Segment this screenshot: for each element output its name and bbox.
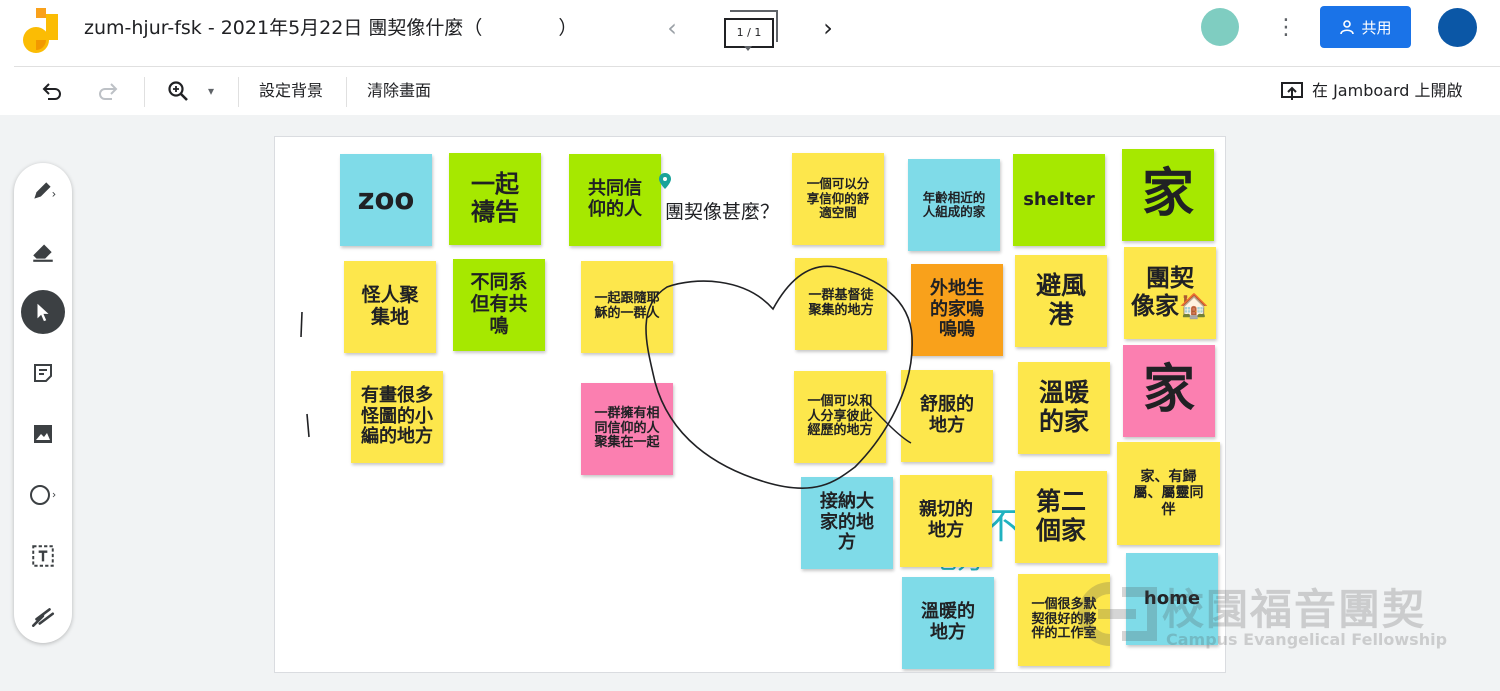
sticky-note-tool-button[interactable] (23, 353, 63, 393)
account-avatar[interactable] (1438, 8, 1477, 47)
sticky-note[interactable]: 一群基督徒 聚集的地方 (795, 258, 887, 350)
sticky-note[interactable]: 一起 禱告 (449, 153, 541, 245)
sticky-note[interactable]: 一起跟隨耶 穌的一群人 (581, 261, 673, 353)
redo-button[interactable] (96, 67, 120, 115)
zoom-in-icon (168, 81, 188, 101)
sticky-note[interactable]: 一個很多默 契很好的夥 伴的工作室 (1018, 574, 1110, 666)
sticky-note[interactable]: 親切的 地方 (900, 475, 992, 567)
sticky-note-icon (34, 364, 52, 382)
sticky-note[interactable]: 一個可以和 人分享彼此 經歷的地方 (794, 371, 886, 463)
shape-tool-button[interactable] (23, 475, 63, 515)
chevron-right-icon: › (823, 14, 833, 42)
fellowship-logo-icon (1078, 582, 1157, 646)
zoom-dropdown-icon[interactable]: ▾ (208, 84, 215, 98)
eraser-icon (33, 244, 53, 262)
pen-tool-button[interactable] (23, 170, 63, 210)
sticky-note[interactable]: 團契 像家🏠 (1124, 247, 1216, 339)
sticky-note[interactable]: 溫暖 的家 (1018, 362, 1110, 454)
frame-bar-toggle[interactable]: 1 / 1 (722, 10, 778, 52)
redo-icon (99, 83, 118, 100)
toolbar-divider (346, 77, 347, 107)
toolbar-divider (238, 77, 239, 107)
open-in-jamboard-button[interactable]: 在 Jamboard 上開啟 (1280, 67, 1463, 115)
tool-palette (14, 163, 72, 643)
sticky-note[interactable]: 舒服的 地方 (901, 370, 993, 462)
collaborator-avatar[interactable] (1201, 8, 1239, 46)
set-background-button[interactable]: 設定背景 (259, 81, 324, 100)
sticky-note[interactable]: zoo (340, 154, 432, 246)
chevron-left-icon: ‹ (667, 14, 677, 42)
sticky-note[interactable]: 接納大 家的地 方 (801, 477, 893, 569)
text-box-tool-button[interactable] (23, 536, 63, 576)
open-in-jamboard-label: 在 Jamboard 上開啟 (1312, 81, 1463, 100)
jam-frame[interactable]: zoo 一起 禱告 共同信 仰的人 一個可以分 享信仰的舒 適空間 年齡相近的 … (275, 137, 1225, 672)
open-in-app-icon (1281, 82, 1303, 100)
app-header: zum-hjur-fsk - 2021年5月22日 團契像什麼（ ） ‹ 1 /… (0, 0, 1500, 64)
toolbar-divider (144, 77, 145, 107)
share-button-label: 共用 (1361, 18, 1392, 37)
circle-icon (30, 485, 56, 505)
watermark: 校園福音團契 Campus Evangelical Fellowship (1070, 572, 1450, 662)
sticky-note[interactable]: 不同系 但有共 鳴 (453, 259, 545, 351)
select-icon (37, 303, 49, 322)
sticky-note[interactable]: 溫暖的 地方 (902, 577, 994, 669)
previous-frame-button[interactable]: ‹ (660, 14, 684, 42)
image-tool-button[interactable] (23, 414, 63, 454)
sticky-note[interactable]: 家 (1123, 345, 1215, 437)
sticky-note[interactable]: 家、有歸 屬、屬靈同 伴 (1117, 442, 1220, 545)
sticky-note[interactable]: home (1126, 553, 1218, 645)
pen-drawing[interactable] (275, 137, 1225, 672)
clear-frame-button[interactable]: 清除畫面 (367, 81, 432, 100)
text-box-icon (32, 545, 54, 567)
laser-icon (31, 608, 55, 627)
sticky-note[interactable]: 一個可以分 享信仰的舒 適空間 (792, 153, 884, 245)
text-box[interactable]: 團契像甚麼？ (665, 201, 780, 223)
jamboard-logo-icon[interactable] (22, 8, 62, 56)
sticky-note[interactable]: 年齡相近的 人組成的家 (908, 159, 1000, 251)
document-title[interactable]: zum-hjur-fsk - 2021年5月22日 團契像什麼（ ） (84, 17, 578, 39)
sticky-note[interactable]: 怪人聚 集地 (344, 261, 436, 353)
sticky-note[interactable]: shelter (1013, 154, 1105, 246)
map-pin-icon (659, 173, 671, 189)
more-options-icon[interactable]: ⋮ (1275, 15, 1297, 40)
sticky-note[interactable]: 外地生 的家嗚 嗚嗚 (911, 264, 1003, 356)
select-tool-button[interactable] (21, 290, 65, 334)
share-button[interactable]: 共用 (1320, 6, 1411, 48)
pen-icon (34, 182, 56, 199)
watermark-english: Campus Evangelical Fellowship (1166, 630, 1448, 649)
laser-tool-button[interactable] (23, 597, 63, 637)
sticky-note[interactable]: 有畫很多 怪圖的小 編的地方 (351, 371, 443, 463)
undo-icon (42, 83, 61, 100)
zoom-button[interactable] (166, 67, 190, 115)
next-frame-button[interactable]: › (816, 14, 840, 42)
sticky-note[interactable]: 家 (1122, 149, 1214, 241)
sticky-note[interactable]: 共同信 仰的人 (569, 154, 661, 246)
sticky-note[interactable]: 第二 個家 (1015, 471, 1107, 563)
image-icon (34, 425, 52, 443)
sticky-note[interactable]: 一群擁有相 同信仰的人 聚集在一起 (581, 383, 673, 475)
share-people-icon (1340, 20, 1355, 35)
watermark-chinese: 校園福音團契 (1162, 585, 1427, 634)
sticky-note[interactable]: 避風 港 (1015, 255, 1107, 347)
frame-counter: 1 / 1 (724, 18, 774, 48)
caret-down-icon (744, 46, 752, 51)
eraser-tool-button[interactable] (23, 231, 63, 271)
undo-button[interactable] (40, 67, 64, 115)
toolbar: ▾ 設定背景 清除畫面 在 Jamboard 上開啟 (14, 66, 1500, 116)
